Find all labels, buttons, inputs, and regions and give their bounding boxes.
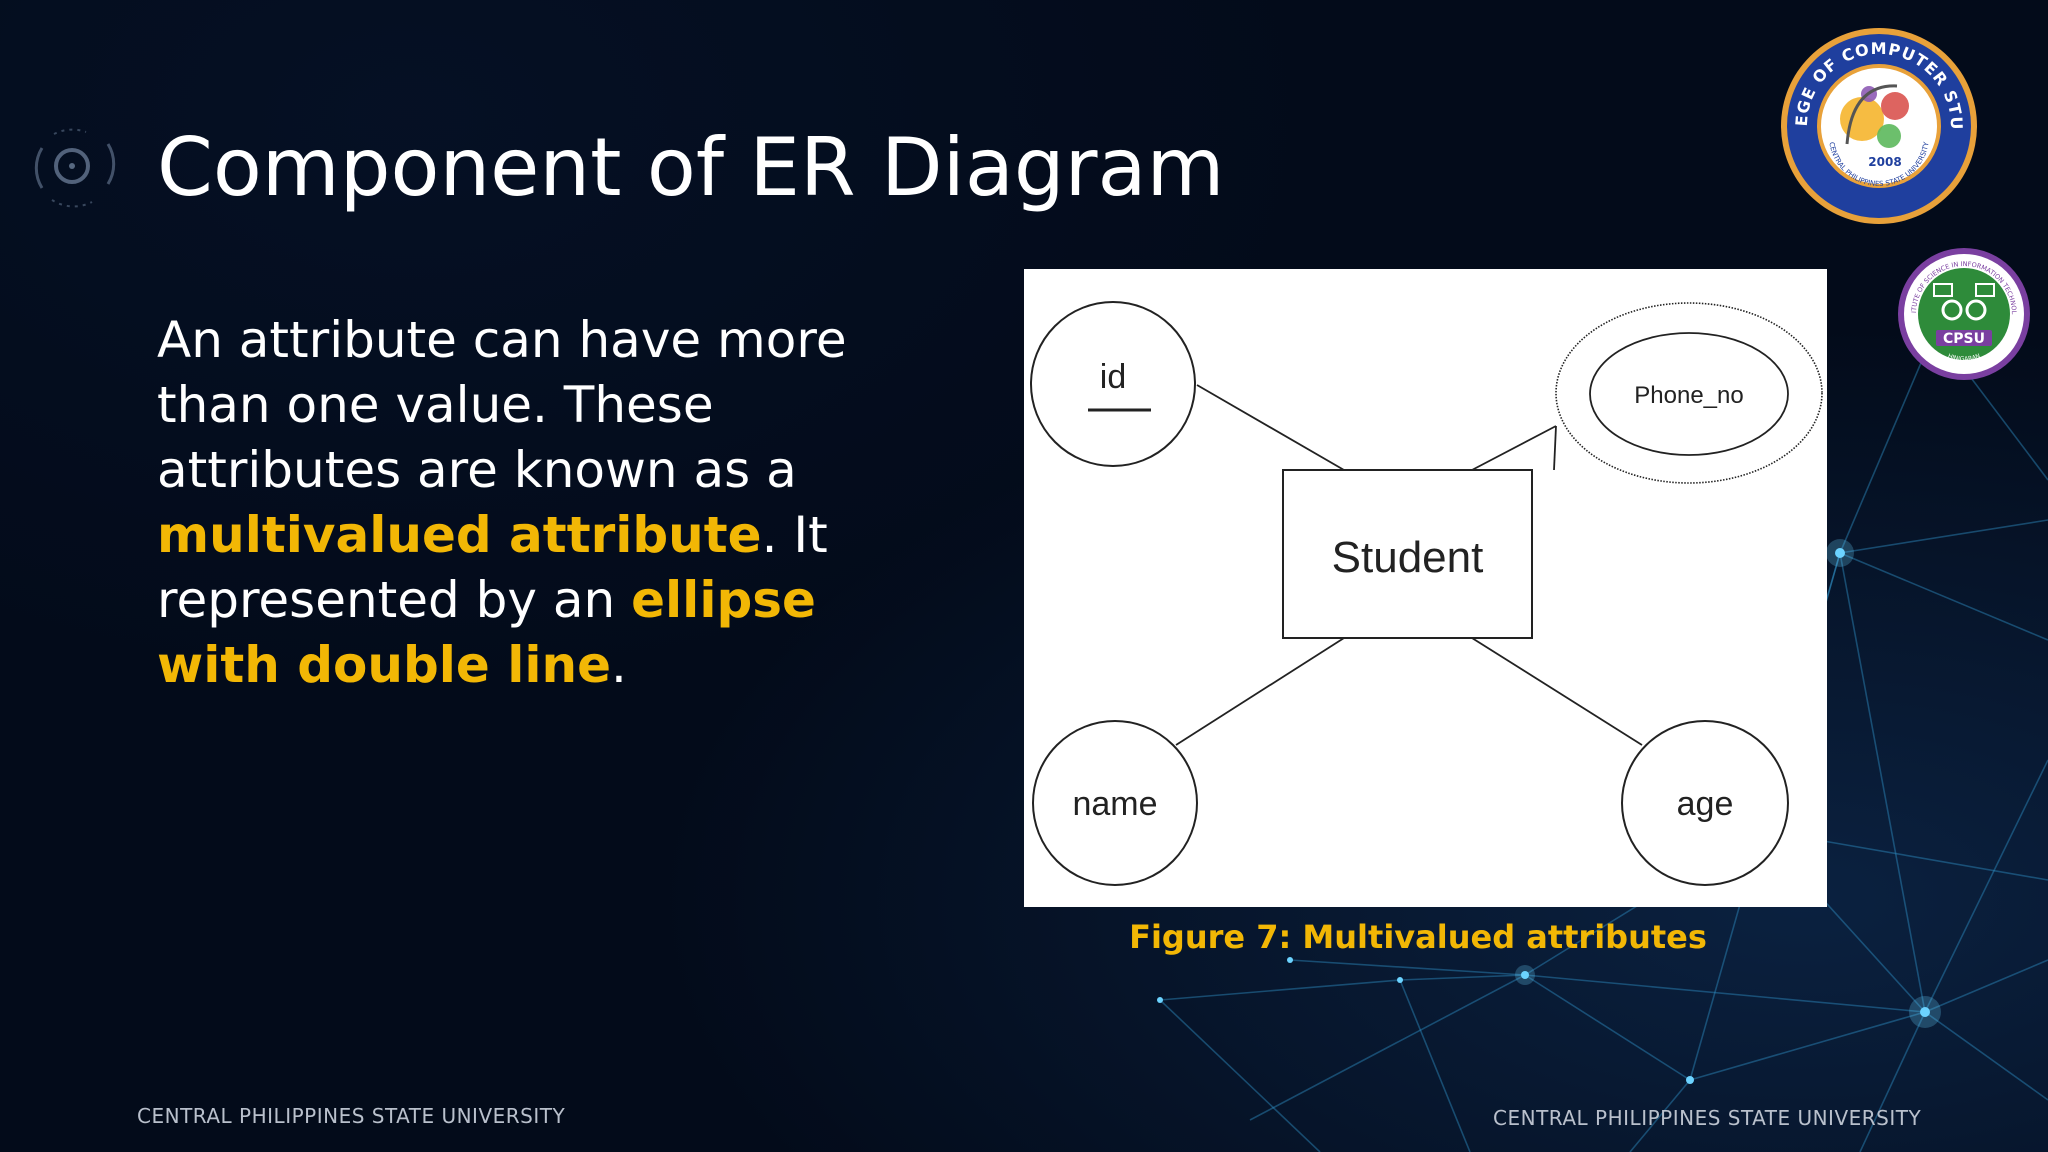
er-diagram-figure: Student id Phone_no name age [1024,269,1827,907]
relationship-line-phone [1553,425,1557,471]
body-text-2: . It represented by an [157,506,828,629]
relationship-line-age [1471,637,1643,746]
body-text-1: An attribute can have more than one valu… [157,311,847,499]
highlight-multivalued-attribute: multivalued attribute [157,506,762,564]
entity-label: Student [1332,533,1484,582]
ccs-logo-year: 2008 [1868,155,1901,169]
body-paragraph: An attribute can have more than one valu… [157,308,917,698]
slide-title: Component of ER Diagram [157,121,1225,214]
cpsu-institute-logo: INSTITUTE OF SCIENCE IN INFORMATION TECH… [1896,246,2030,380]
attribute-phone-inner-ellipse [1589,332,1789,456]
attribute-phone-label: Phone_no [1634,382,1743,409]
footer-university-left: CENTRAL PHILIPPINES STATE UNIVERSITY [137,1104,566,1128]
cpsu-logo-label: CPSU [1943,331,1985,347]
body-text-3: . [611,636,627,694]
attribute-id-label: id [1100,358,1126,396]
figure-caption: Figure 7: Multivalued attributes [1129,918,1707,956]
cpsu-logo-bottom-text: HINIGARAN [1947,353,1981,363]
footer-university-right: CENTRAL PHILIPPINES STATE UNIVERSITY [1493,1106,1922,1130]
attribute-age-label: age [1677,785,1734,823]
relationship-line-id [1196,384,1345,471]
highlight-ellipse-double-line: ellipse with double line [157,571,816,694]
entity-box [1282,469,1533,639]
svg-text:HINIGARAN: HINIGARAN [1947,353,1981,363]
er-diagram: Student id Phone_no name age [1030,301,1823,886]
attribute-age-ellipse [1621,720,1789,886]
attribute-name-ellipse [1032,720,1198,886]
college-of-computer-studies-logo: COLLEGE OF COMPUTER STUDIES CENTRAL PHIL… [1777,24,1977,224]
ornament-icon [34,128,116,208]
attribute-id-ellipse [1030,301,1196,467]
relationship-line-name [1175,637,1345,746]
attribute-name-label: name [1072,785,1157,823]
